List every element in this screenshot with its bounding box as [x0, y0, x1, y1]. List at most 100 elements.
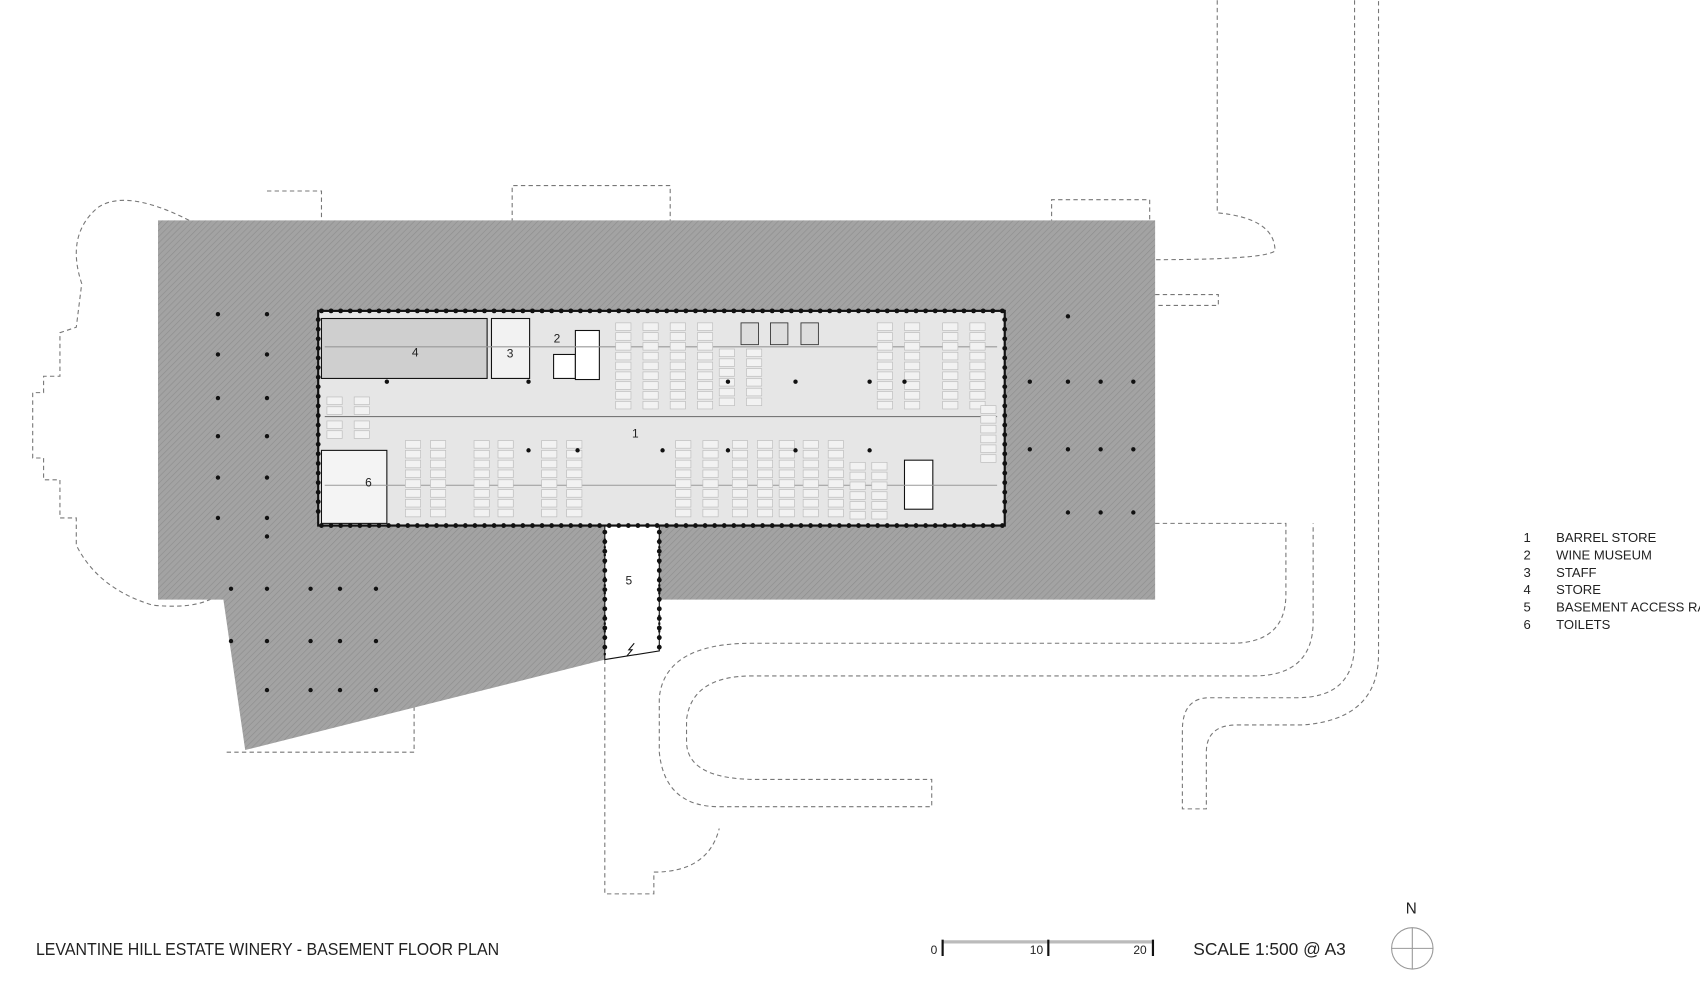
- barrel-rack: [757, 469, 773, 478]
- column: [656, 568, 662, 573]
- column: [539, 308, 545, 314]
- barrel-rack: [473, 489, 490, 498]
- barrel-rack: [326, 420, 343, 429]
- barrel-rack: [566, 499, 583, 508]
- column: [526, 379, 531, 384]
- barrel-rack: [969, 361, 986, 371]
- barrel-rack: [802, 440, 819, 449]
- barrel-rack: [615, 351, 632, 361]
- column: [319, 308, 324, 314]
- legend-number: 3: [1523, 565, 1530, 580]
- barrel-rack: [871, 471, 888, 481]
- barrel-rack: [876, 342, 893, 351]
- barrel-rack: [675, 459, 692, 469]
- column: [725, 448, 731, 453]
- column: [597, 523, 602, 528]
- barrel-rack: [778, 508, 795, 518]
- room-label-3: 3: [507, 347, 514, 361]
- column: [1002, 336, 1008, 342]
- barrel-rack: [942, 322, 959, 331]
- column: [1098, 510, 1103, 515]
- column: [913, 523, 919, 528]
- column: [606, 523, 612, 528]
- barrel-rack: [827, 440, 844, 449]
- column: [1002, 317, 1008, 322]
- barrel-rack: [675, 499, 692, 508]
- barrel-rack: [326, 396, 343, 405]
- barrel-rack: [876, 371, 893, 380]
- barrel-rack: [405, 508, 421, 518]
- barrel-rack: [731, 508, 748, 518]
- barrel-rack: [802, 489, 819, 498]
- barrel-rack: [731, 499, 748, 508]
- barrel-rack: [697, 332, 714, 341]
- column: [315, 489, 321, 495]
- column: [932, 523, 938, 528]
- column: [660, 448, 665, 453]
- column: [990, 308, 996, 314]
- barrel-rack: [871, 481, 888, 490]
- column: [999, 523, 1005, 528]
- column: [827, 308, 833, 314]
- column: [414, 308, 420, 314]
- barrel-rack: [778, 489, 795, 498]
- column: [315, 470, 321, 476]
- scale-label-0: 0: [931, 943, 938, 957]
- column: [731, 523, 737, 528]
- column: [656, 635, 662, 640]
- barrel-rack: [473, 479, 490, 488]
- barrel-rack: [473, 469, 490, 478]
- barrel-rack: [405, 469, 421, 478]
- barrel-racks: [326, 322, 997, 520]
- column: [482, 308, 487, 314]
- column: [836, 523, 842, 528]
- barrel-rack: [697, 381, 714, 390]
- column: [952, 523, 957, 528]
- column: [510, 308, 516, 314]
- column: [731, 308, 737, 314]
- column: [315, 508, 321, 514]
- column: [1002, 451, 1008, 457]
- barrel-rack: [353, 396, 370, 405]
- barrel-rack: [675, 450, 692, 459]
- column: [386, 308, 391, 314]
- barrel-rack: [669, 400, 686, 410]
- barrel-rack: [778, 459, 795, 469]
- barrel-rack: [473, 440, 490, 449]
- barrel-rack: [473, 450, 490, 459]
- barrel-rack: [731, 469, 748, 478]
- column: [328, 523, 334, 528]
- column: [817, 523, 823, 528]
- barrel-rack: [430, 499, 447, 508]
- barrel-rack: [731, 440, 748, 449]
- barrel-rack: [702, 440, 719, 449]
- barrel-rack: [731, 489, 748, 498]
- barrel-rack: [326, 430, 343, 439]
- column: [884, 308, 890, 314]
- column: [264, 352, 270, 357]
- column: [645, 308, 650, 314]
- barrel-rack: [746, 397, 763, 407]
- barrel-rack: [430, 440, 447, 449]
- column: [315, 480, 321, 486]
- column: [347, 308, 353, 314]
- column: [683, 308, 689, 314]
- barrel-rack: [566, 440, 583, 449]
- barrel-rack: [642, 381, 659, 390]
- barrel-rack: [802, 499, 819, 508]
- column: [721, 308, 727, 314]
- barrel-rack: [778, 469, 795, 478]
- column: [867, 379, 872, 384]
- column: [923, 523, 929, 528]
- legend-label: STAFF: [1556, 565, 1596, 580]
- barrel-rack: [697, 351, 714, 361]
- barrel-rack: [718, 387, 735, 397]
- room-label-4: 4: [412, 346, 419, 360]
- column: [443, 308, 449, 314]
- legend-number: 6: [1523, 617, 1530, 632]
- column: [1002, 422, 1008, 428]
- barrel-rack: [669, 361, 686, 371]
- barrel-rack: [697, 391, 714, 400]
- column: [587, 308, 593, 314]
- barrel-rack: [669, 371, 686, 380]
